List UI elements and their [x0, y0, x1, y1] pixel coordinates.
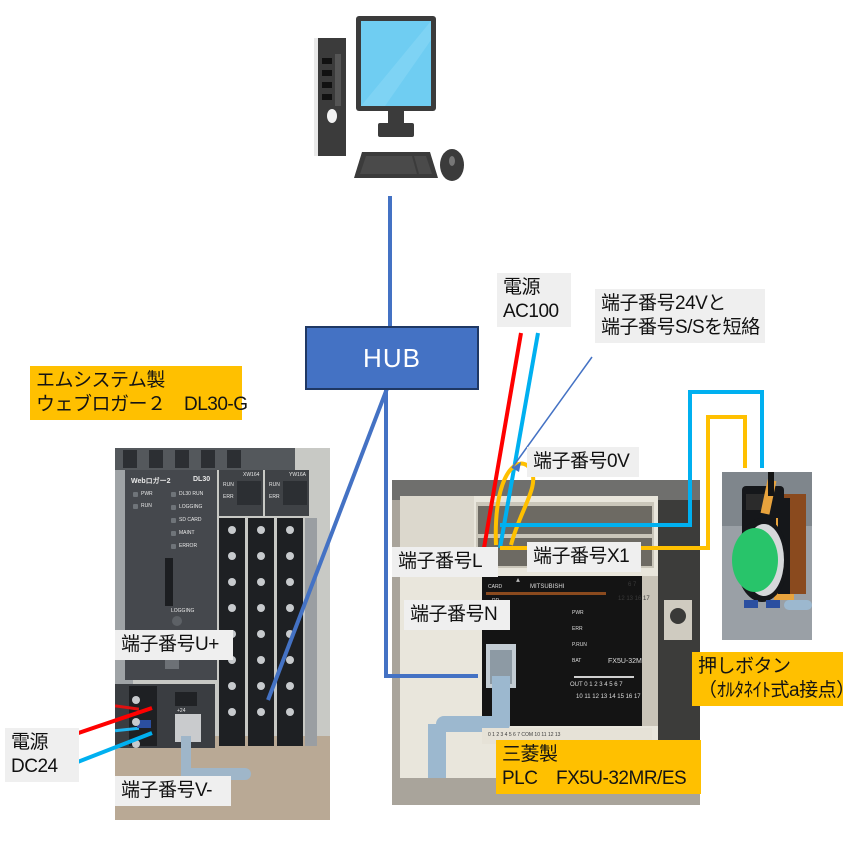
label-terminal-l: 端子番号L	[392, 547, 498, 577]
label-power-dc: 電源 DC24	[5, 728, 79, 782]
hub-label: HUB	[363, 342, 421, 373]
label-terminal-0v: 端子番号0V	[527, 447, 639, 477]
label-plc-product: 三菱製 PLC FX5U-32MR/ES	[496, 740, 701, 794]
label-terminal-uplus: 端子番号U+	[115, 630, 233, 660]
hub-box[interactable]: HUB	[305, 326, 479, 390]
label-pushbutton: 押しボタン （ｵﾙﾀﾈｲﾄ式a接点）	[692, 652, 843, 706]
leader-arrow-short-note	[512, 462, 521, 472]
label-power-ac: 電源 AC100	[497, 273, 571, 327]
pushbutton-photo	[722, 472, 812, 640]
logger-model-text: DL30	[193, 476, 211, 483]
label-logger-product: エムシステム製 ウェブロガー２ DL30-G	[30, 366, 248, 420]
label-terminal-vminus: 端子番号V-	[115, 776, 231, 806]
label-terminal-x1: 端子番号X1	[527, 542, 641, 572]
logger-title-text: Webロガー2	[131, 478, 171, 485]
label-terminal-n: 端子番号N	[404, 600, 510, 630]
desktop-computer-icon	[300, 10, 485, 196]
label-short-note: 端子番号24Vと 端子番号S/Sを短絡	[595, 289, 765, 343]
